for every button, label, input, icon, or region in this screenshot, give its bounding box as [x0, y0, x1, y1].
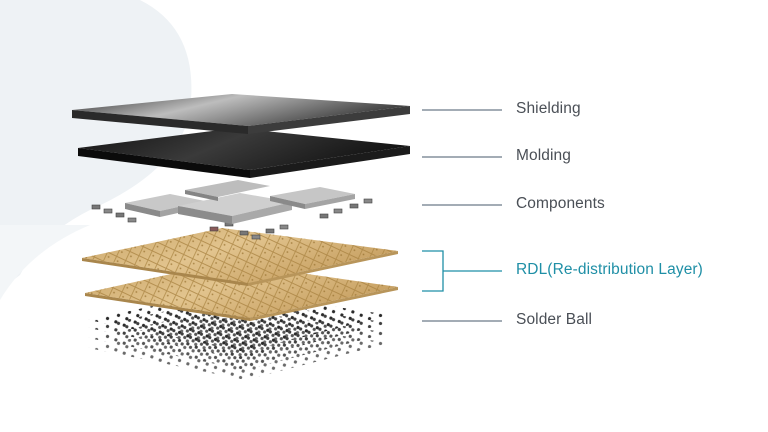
molding-layer — [78, 128, 410, 178]
components-layer — [91, 180, 373, 240]
rdl-layer-lower — [85, 262, 398, 321]
label-components: Components — [516, 195, 605, 212]
label-rdl: RDL(Re-distribution Layer) — [516, 261, 703, 278]
leader-lines — [422, 109, 502, 322]
rdl-bracket — [422, 250, 444, 292]
label-molding: Molding — [516, 147, 571, 164]
rdl-layer-upper — [82, 228, 398, 286]
label-solder-ball: Solder Ball — [516, 311, 593, 328]
shielding-layer — [72, 94, 410, 134]
label-shielding: Shielding — [516, 100, 581, 117]
background-shape — [0, 0, 192, 290]
background-shape — [0, 225, 90, 300]
